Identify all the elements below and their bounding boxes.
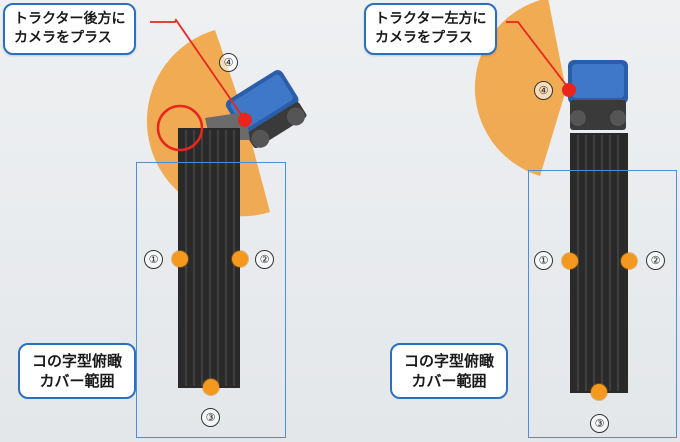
coverage-dot-1	[562, 253, 578, 269]
callout-rear: トラクター後方に カメラをプラス	[3, 3, 137, 55]
legend-line-1: コの字型俯瞰	[32, 352, 123, 370]
coverage-legend: コの字型俯瞰 カバー範囲	[18, 343, 137, 399]
marker-1: ①	[534, 251, 553, 270]
coverage-dot-3	[591, 384, 607, 400]
coverage-dot-2	[232, 251, 248, 267]
callout-line-2: カメラをプラス	[375, 30, 473, 46]
coverage-fan-left	[474, 0, 566, 176]
implement-bar	[178, 128, 240, 388]
legend-line-2: カバー範囲	[411, 372, 487, 390]
marker-4: ④	[534, 81, 553, 100]
marker-3: ③	[590, 414, 609, 433]
marker-2: ②	[255, 250, 274, 269]
implement-ribs	[577, 135, 619, 391]
legend-line-2: カバー範囲	[39, 372, 115, 390]
blindspot-highlight	[156, 104, 204, 152]
callout-leader	[506, 21, 571, 91]
callout-line-1: トラクター左方に	[375, 11, 487, 27]
callout-leader	[150, 18, 246, 121]
coverage-legend: コの字型俯瞰 カバー範囲	[390, 343, 509, 399]
panel-left-camera: ① ② ③ ④ トラクター左方に カメラをプラス コの字型俯瞰 カバー範囲	[340, 0, 680, 442]
tractor-icon	[568, 60, 628, 130]
coverage-outline	[528, 170, 677, 438]
marker-3: ③	[201, 408, 220, 427]
camera-dot-left	[562, 83, 576, 97]
coverage-outline	[136, 162, 286, 438]
coverage-dot-2	[621, 253, 637, 269]
marker-4: ④	[219, 53, 238, 72]
left-diagram-graphics	[474, 0, 628, 393]
camera-dot-rear	[238, 113, 252, 127]
coverage-dot-1	[172, 251, 188, 267]
panel-rear-camera: ① ② ③ ④ トラクター後方に カメラをプラス コの字型俯瞰 カバー範囲	[3, 3, 307, 438]
callout-line-2: カメラをプラス	[14, 30, 112, 46]
legend-line-1: コの字型俯瞰	[404, 352, 495, 370]
callout-left: トラクター左方に カメラをプラス	[364, 3, 498, 55]
callout-line-1: トラクター後方に	[14, 11, 126, 27]
coverage-dot-3	[203, 379, 219, 395]
marker-1: ①	[144, 250, 163, 269]
marker-2: ②	[646, 251, 665, 270]
